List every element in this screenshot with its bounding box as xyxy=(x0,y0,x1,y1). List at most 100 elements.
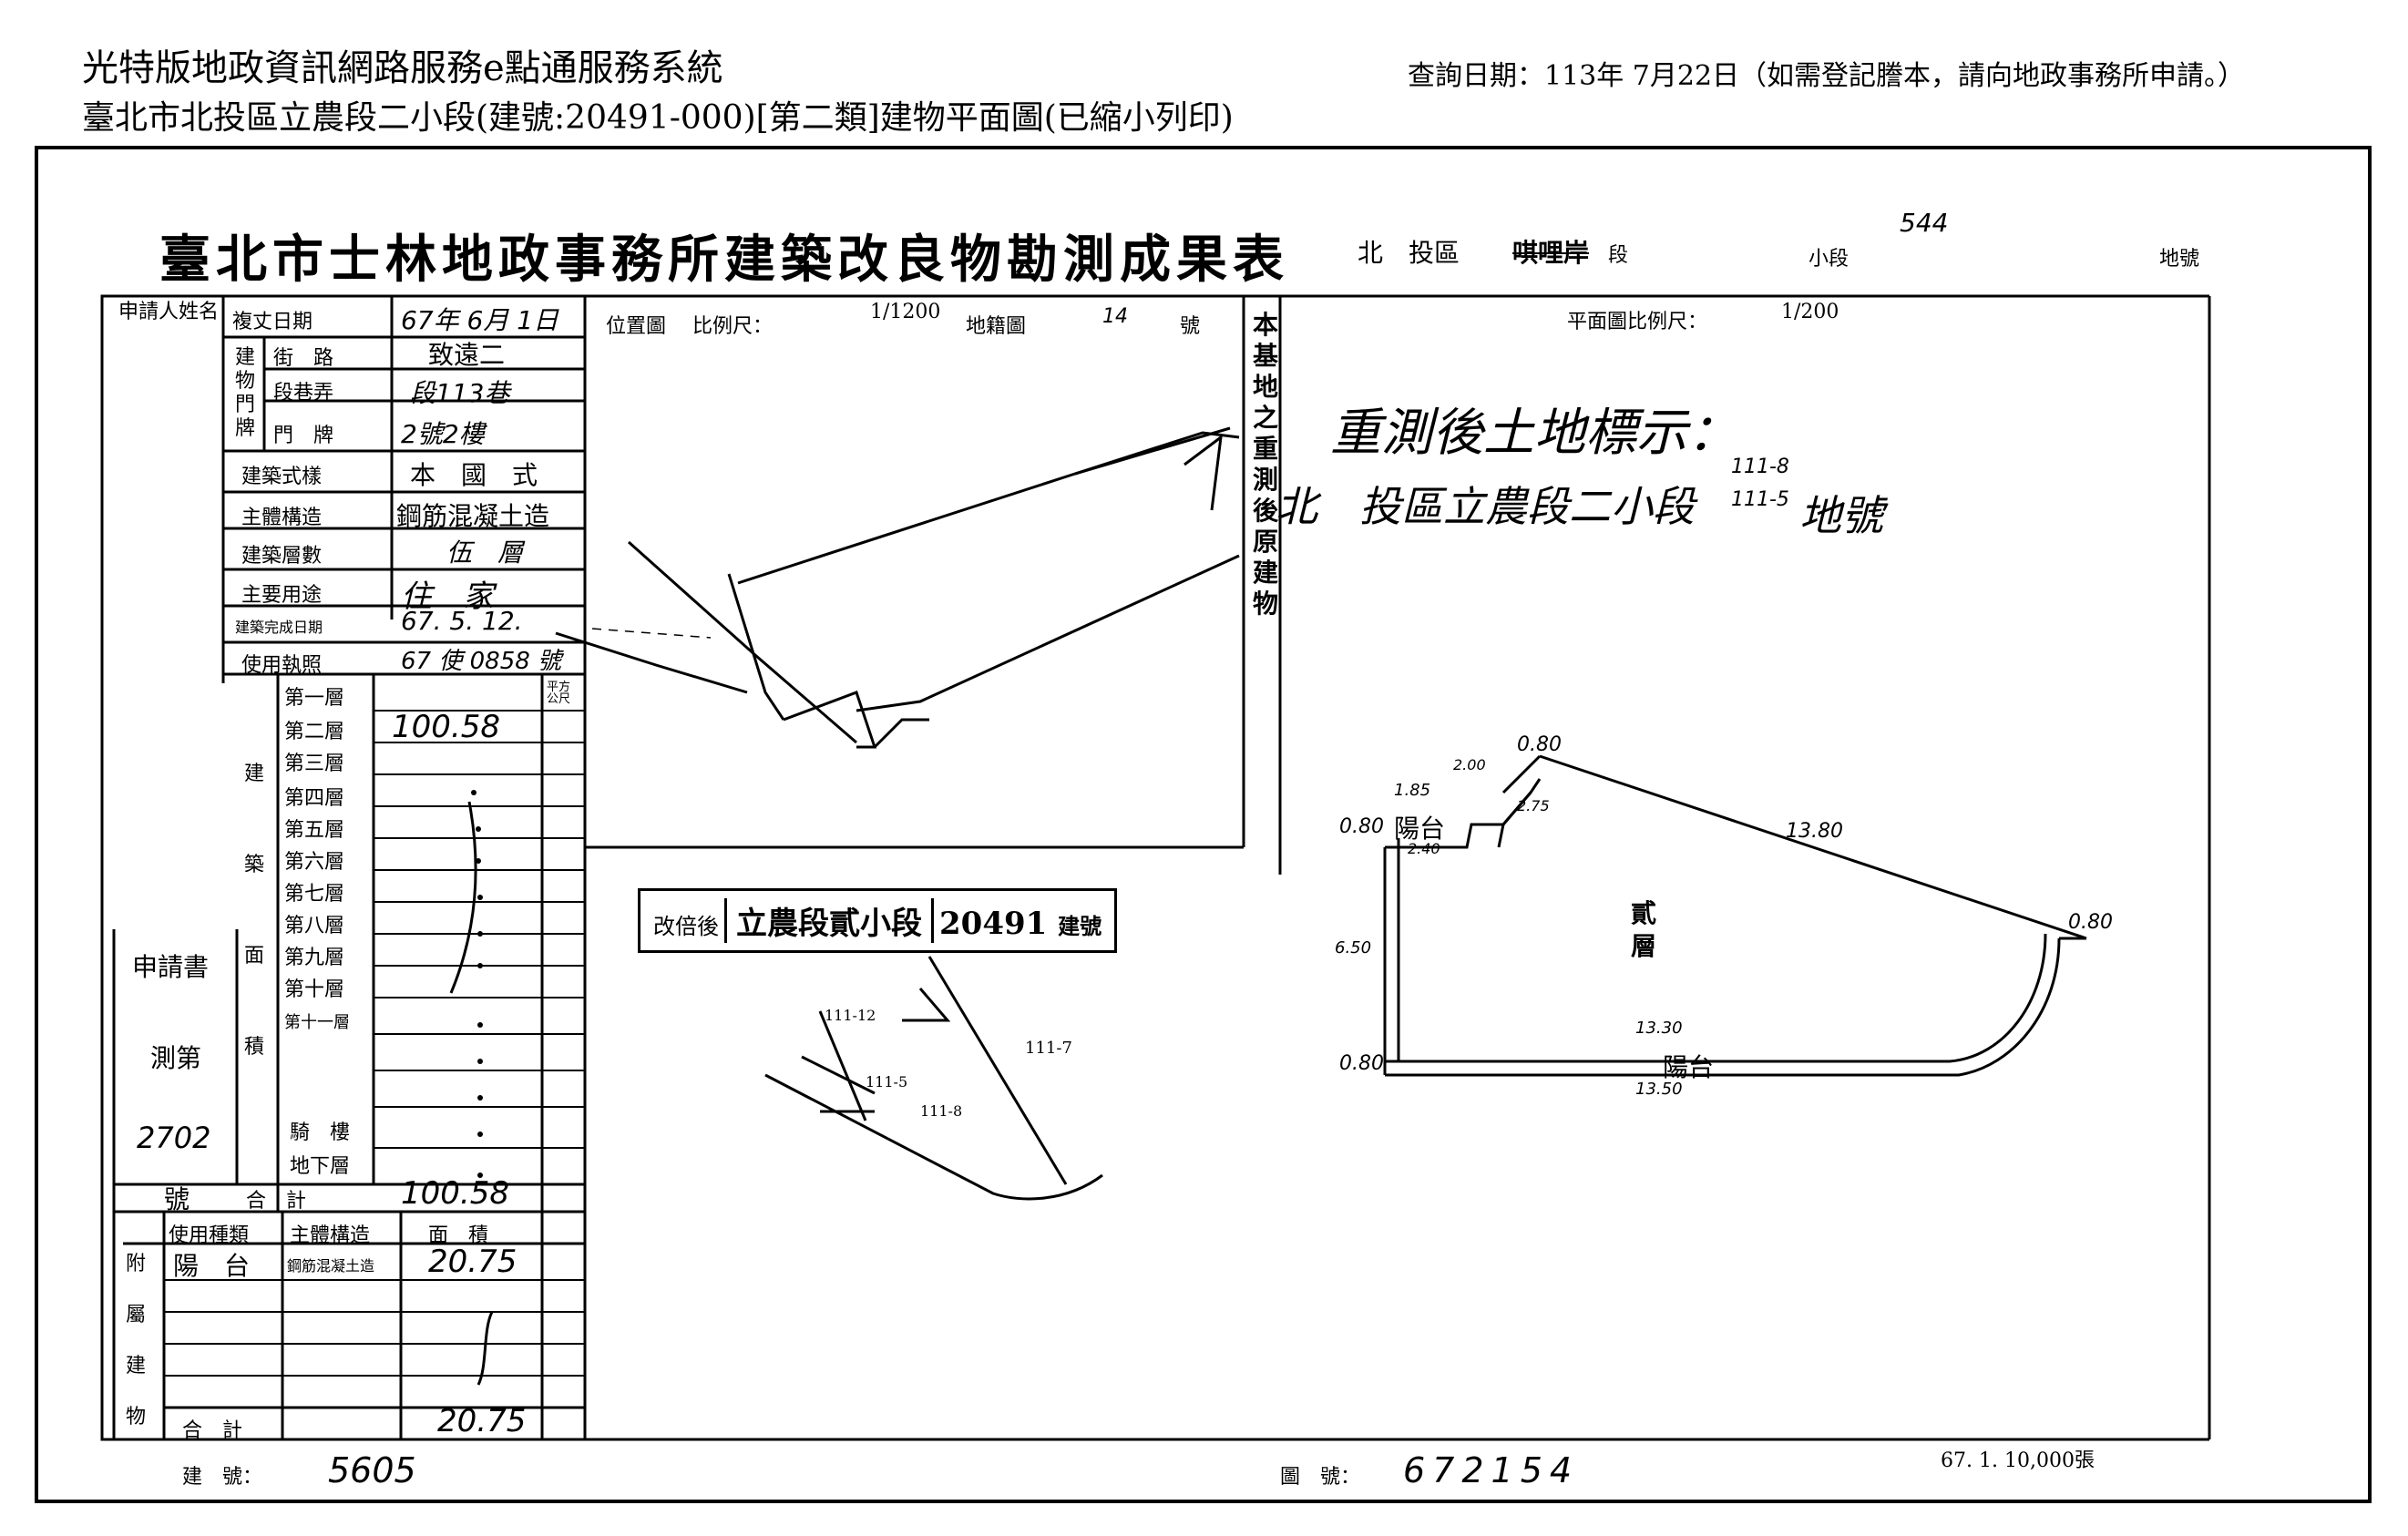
style-value: 本 國 式 xyxy=(410,460,538,490)
dim-8: 6.50 xyxy=(1335,938,1372,957)
plan-scale-label: 平面圖比例尺： xyxy=(1567,311,1708,333)
lot-label-1: 111-12 xyxy=(825,1007,876,1024)
dim-10: 0.80 xyxy=(1339,1052,1384,1075)
application-label: 申請書 xyxy=(132,952,210,982)
crossed-section-name: 唭哩岸 xyxy=(1512,238,1590,268)
license-value: 67 使 0858 號 xyxy=(401,648,562,675)
structure-label: 主體構造 xyxy=(241,507,323,529)
stamp-section: 立農段貳小段 xyxy=(724,898,934,943)
annex-label: 附屬建物 xyxy=(126,1253,147,1428)
application-no-suffix: 號 xyxy=(164,1184,190,1214)
location-scale-label: 比例尺： xyxy=(692,315,774,338)
application-no: 2702 xyxy=(137,1121,211,1155)
lot-label-4: 111-7 xyxy=(1025,1039,1072,1058)
query-date: 查詢日期：113年 7月22日（如需登記謄本，請向地政事務所申請。） xyxy=(1408,60,2246,92)
door-no-value: 2號2樓 xyxy=(401,419,485,449)
license-label: 使用執照 xyxy=(241,654,323,677)
subsection-label: 小段 xyxy=(1809,248,1850,271)
annex-total-label: 合 計 xyxy=(182,1419,243,1442)
system-title: 光特版地政資訊網路服務e點通服務系統 xyxy=(82,47,723,89)
annex-header-area: 面 積 xyxy=(428,1224,489,1247)
floor-name: 貳層 xyxy=(1631,898,1657,961)
style-label: 建築式樣 xyxy=(241,466,323,488)
dim-1: 0.80 xyxy=(1517,733,1562,756)
survey-date-label: 複丈日期 xyxy=(232,311,313,333)
balcony-top-label: 陽台 xyxy=(1394,814,1446,844)
location-scale-value: 1/1200 xyxy=(870,301,941,323)
floors-label: 建築層數 xyxy=(241,545,323,568)
print-info: 67. 1. 10,000張 xyxy=(1941,1449,2095,1472)
annex-structure: 鋼筋混凝土造 xyxy=(287,1257,375,1275)
map-no-label: 圖 號： xyxy=(1280,1466,1361,1489)
area-label: 建築面積 xyxy=(244,763,265,1059)
dim-11: 13.50 xyxy=(1635,1080,1683,1099)
side-note: 本基地之重測後原建物 xyxy=(1253,310,1279,619)
applicant-label: 申請人姓名 xyxy=(118,301,220,323)
plan-note-line2: 北 投區立農段二小段 xyxy=(1276,482,1695,531)
total-label: 合 計 xyxy=(246,1190,307,1213)
location-map-label: 位置圖 xyxy=(606,315,667,338)
stamp-prefix: 改倍後 xyxy=(653,914,719,939)
scan-frame xyxy=(35,146,2372,1503)
second-floor-area: 100.58 xyxy=(392,709,500,745)
document-subtitle: 臺北市北投區立農段二小段(建號:20491-000)[第二類]建物平面圖(已縮小… xyxy=(82,99,1234,137)
dim-2: 2.00 xyxy=(1453,756,1486,773)
map-no-value: 672154 xyxy=(1403,1450,1580,1490)
usage-value: 住 家 xyxy=(401,579,494,615)
form-title: 臺北市士林地政事務所建築改良物勘測成果表 xyxy=(159,230,1289,290)
stamp-suffix: 建號 xyxy=(1058,913,1102,939)
land-no-value: 544 xyxy=(1900,208,1949,238)
plan-note: 重測後土地標示： xyxy=(1330,404,1738,463)
annex-area: 20.75 xyxy=(428,1244,517,1280)
annex-total: 20.75 xyxy=(437,1403,527,1439)
floor-2: 第二層 xyxy=(284,721,345,743)
arcade-label: 騎 樓 xyxy=(290,1121,351,1144)
map-sheet-label: 地籍圖 xyxy=(966,315,1027,338)
floor-10: 第十層 xyxy=(284,978,345,1001)
floor-1: 第一層 xyxy=(284,687,345,710)
total-area: 100.58 xyxy=(401,1175,509,1212)
floor-7: 第七層 xyxy=(284,883,345,906)
application-no-label: 測第 xyxy=(150,1043,202,1073)
lot-label-3: 111-8 xyxy=(920,1102,963,1120)
survey-date: 67年 6月 1日 xyxy=(401,305,559,335)
unit-label: 平方公尺 xyxy=(547,681,571,706)
floor-3: 第三層 xyxy=(284,753,345,775)
dim-5: 13.80 xyxy=(1786,820,1843,843)
floor-8: 第八層 xyxy=(284,915,345,937)
complete-date-value: 67. 5. 12. xyxy=(401,606,523,636)
stamp-number: 20491 xyxy=(939,906,1048,942)
floor-9: 第九層 xyxy=(284,947,345,969)
floors-value: 伍 層 xyxy=(446,538,524,568)
building-no-label: 建 號： xyxy=(182,1466,263,1489)
map-sheet-suffix: 號 xyxy=(1180,315,1201,338)
district-label: 北 投區 xyxy=(1358,238,1460,268)
basement-label: 地下層 xyxy=(290,1155,351,1178)
lane-value: 段113巷 xyxy=(410,378,510,408)
street-value: 致遠二 xyxy=(428,340,506,370)
section-label: 段 xyxy=(1608,244,1629,267)
building-no-value: 5605 xyxy=(328,1450,416,1490)
complete-date-label: 建築完成日期 xyxy=(235,619,323,636)
door-label: 建物門牌 xyxy=(235,346,256,440)
map-sheet-value: 14 xyxy=(1102,305,1128,328)
plan-scale-value: 1/200 xyxy=(1781,301,1839,323)
plan-note-suffix: 地號 xyxy=(1799,491,1883,540)
dim-4: 2.75 xyxy=(1517,797,1550,814)
dim-6: 0.80 xyxy=(1339,815,1384,838)
dim-3: 1.85 xyxy=(1394,781,1431,800)
dim-7: 2.40 xyxy=(1408,840,1440,857)
door-no-label: 門 牌 xyxy=(273,425,334,447)
plan-note-lots: 111-8 111-5 xyxy=(1731,456,1789,511)
lane-label: 段巷弄 xyxy=(273,382,334,404)
usage-label: 主要用途 xyxy=(241,584,323,607)
floor-5: 第五層 xyxy=(284,819,345,842)
land-no-label: 地號 xyxy=(2159,248,2200,271)
floor-6: 第六層 xyxy=(284,851,345,874)
floor-4: 第四層 xyxy=(284,787,345,810)
floor-11: 第十一層 xyxy=(284,1013,350,1032)
annex-header-structure: 主體構造 xyxy=(290,1224,371,1247)
structure-value: 鋼筋混凝土造 xyxy=(396,501,550,531)
